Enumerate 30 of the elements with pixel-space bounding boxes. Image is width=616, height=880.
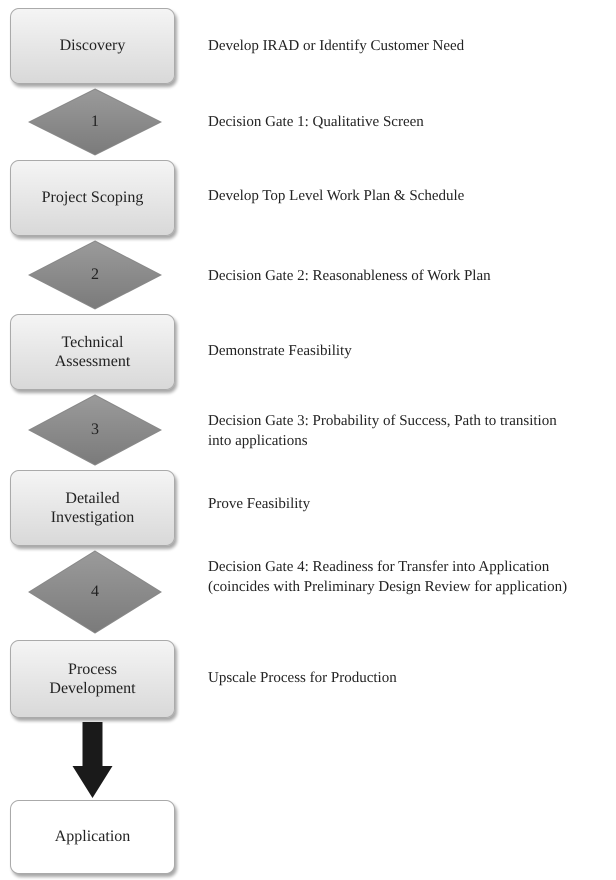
process-box bbox=[10, 314, 175, 390]
gate-number: 3 bbox=[91, 420, 99, 440]
description-text: Decision Gate 1: Qualitative Screen bbox=[208, 113, 425, 132]
stage-label: Project Scoping bbox=[42, 188, 144, 208]
process-box bbox=[10, 8, 175, 84]
description-text: Decision Gate 2: Reasonableness of Work Plan bbox=[208, 267, 492, 286]
description-text: Develop Top Level Work Plan & Schedule bbox=[208, 187, 466, 206]
gate-number: 1 bbox=[91, 112, 99, 132]
process-box bbox=[10, 640, 175, 718]
process-box bbox=[10, 470, 175, 546]
stage-label: Technical Assessment bbox=[54, 332, 132, 372]
description-text: Decision Gate 4: Readiness for Transfer into Application (coincides with Preliminary Design Review for application) bbox=[208, 558, 568, 596]
stage-label: Detailed Investigation bbox=[50, 488, 136, 528]
decision-diamond bbox=[28, 88, 162, 156]
stage-label: Application bbox=[54, 827, 130, 847]
process-box bbox=[10, 160, 175, 236]
description-text: Develop IRAD or Identify Customer Need bbox=[208, 37, 466, 56]
process-box bbox=[10, 800, 175, 874]
decision-diamond bbox=[28, 550, 162, 634]
decision-diamond bbox=[28, 394, 162, 466]
description-text: Demonstrate Feasibility bbox=[208, 342, 353, 361]
description-text: Upscale Process for Production bbox=[208, 669, 398, 688]
gate-number: 4 bbox=[91, 582, 99, 602]
arrow bbox=[72, 722, 112, 798]
description-text: Decision Gate 3: Probability of Success, Path to transition into applications bbox=[208, 412, 558, 450]
gate-number: 2 bbox=[91, 265, 99, 285]
stage-label: Process Development bbox=[48, 660, 137, 698]
description-text: Prove Feasibility bbox=[208, 495, 312, 514]
stage-label: Discovery bbox=[60, 36, 126, 56]
decision-diamond bbox=[28, 240, 162, 310]
